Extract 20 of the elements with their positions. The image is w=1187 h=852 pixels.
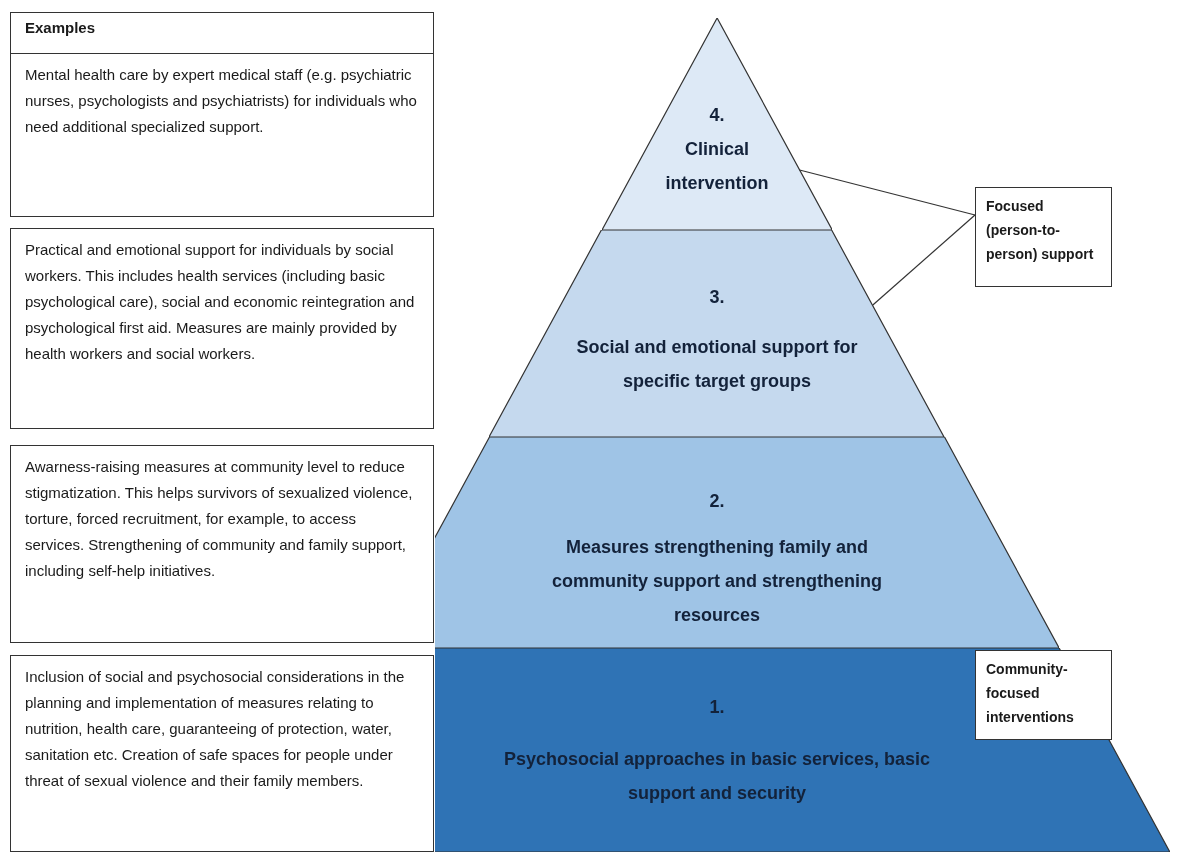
pyramid-tier <box>489 230 945 437</box>
example-box: Awarness-raising measures at community level to reduce stigmatization. This helps survivors of sexualized violence, torture, forced recruitment, for example, to access services. Strengthening of community and family support, including self-help initiatives. <box>10 445 434 643</box>
tier-number: 1. <box>709 696 725 719</box>
example-box: Inclusion of social and psychosocial considerations in the planning and implementation of measures relating to nutrition, health care, guaranteeing of protection, water, sanitation etc. Creation of safe spaces for people under threat of sexual violence and their family members. <box>10 655 434 852</box>
example-box: Practical and emotional support for individuals by social workers. This includes health services (including basic psychological care), social and economic reintegration and psychological first aid. Measures are mainly provided by health workers and social workers. <box>10 228 434 429</box>
connector-line <box>798 169 976 216</box>
tier-label: Measures strengthening family and community support and strengthening resources <box>551 536 883 627</box>
header-box: Examples <box>10 12 434 56</box>
example-box: Mental health care by expert medical staff (e.g. psychiatric nurses, psychologists and psychiatrists) for individuals who need additional specialized support. <box>10 53 434 217</box>
tier-label: Psychosocial approaches in basic services, basic support and security <box>502 748 932 805</box>
tier-label: Social and emotional support for specific target groups <box>575 336 859 393</box>
tier-number: 3. <box>709 286 725 309</box>
tier-number: 2. <box>709 490 725 513</box>
tier-number: 4. <box>709 104 725 127</box>
pyramid-tier <box>435 437 1060 648</box>
connector-line <box>872 214 976 306</box>
callout-box: Focused (person-to-person) support <box>975 187 1112 287</box>
tier-label: Clinical intervention <box>664 138 770 195</box>
pyramid-tier <box>601 18 833 230</box>
pyramid-tier <box>435 648 1170 852</box>
